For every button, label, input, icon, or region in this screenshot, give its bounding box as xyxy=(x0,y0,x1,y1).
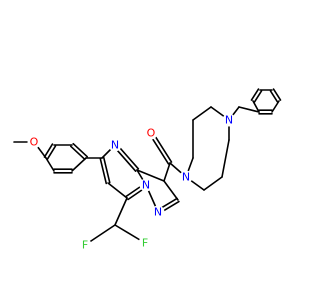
atom-f-right: F xyxy=(138,236,152,250)
atom-o-methoxy: O xyxy=(27,135,41,149)
atom-o-methoxy-label: O xyxy=(30,136,39,149)
atom-f-right-label: F xyxy=(142,237,148,250)
double-bond-line-a xyxy=(272,88,282,101)
single-bond xyxy=(71,157,87,172)
atom-f-left: F xyxy=(78,238,92,252)
single-bond xyxy=(163,180,179,201)
double-bond-line-a xyxy=(250,88,260,101)
single-bond xyxy=(203,176,223,191)
single-bond xyxy=(238,106,260,113)
atom-n-pyrimidine: N xyxy=(108,138,122,152)
atom-f-left-label: F xyxy=(82,239,88,252)
atom-n-piperazine-top: N xyxy=(222,113,236,127)
double-bond-line-a xyxy=(72,142,89,158)
double-bond-line-b xyxy=(46,145,57,160)
atom-label-layer: N N O O N N N F xyxy=(27,113,236,252)
single-bond xyxy=(114,197,128,226)
atom-n-pyrimidine-label: N xyxy=(111,139,119,152)
double-bond-line-a xyxy=(43,143,54,158)
atom-o-carbonyl: O xyxy=(144,126,158,140)
single-bond xyxy=(163,162,171,182)
double-bond-line-b xyxy=(253,90,263,103)
single-bond xyxy=(107,182,128,199)
single-bond xyxy=(192,106,212,121)
single-bond xyxy=(252,100,260,113)
bond-layer xyxy=(13,88,282,246)
atom-n-bridgehead: N xyxy=(139,178,153,192)
single-bond xyxy=(45,157,55,172)
single-bond xyxy=(136,169,165,182)
double-bond-line-a xyxy=(99,157,108,185)
molecule-structure-drawing: N N O O N N N F xyxy=(13,88,282,252)
atom-o-carbonyl-label: O xyxy=(147,127,156,140)
double-bond-line-b xyxy=(102,156,111,184)
atom-n-piperazine-amide: N xyxy=(179,170,193,184)
atom-n-bridgehead-label: N xyxy=(142,179,150,192)
atom-n-piperazine-amide-label: N xyxy=(182,171,190,184)
atom-n-pyrazole-label: N xyxy=(154,206,162,219)
atom-n-piperazine-top-label: N xyxy=(225,114,233,127)
single-bond xyxy=(221,139,230,178)
double-bond-line-b xyxy=(69,145,86,161)
atom-n-pyrazole: N xyxy=(151,205,165,219)
single-bond xyxy=(271,100,280,113)
double-bond-line-b xyxy=(269,90,279,103)
